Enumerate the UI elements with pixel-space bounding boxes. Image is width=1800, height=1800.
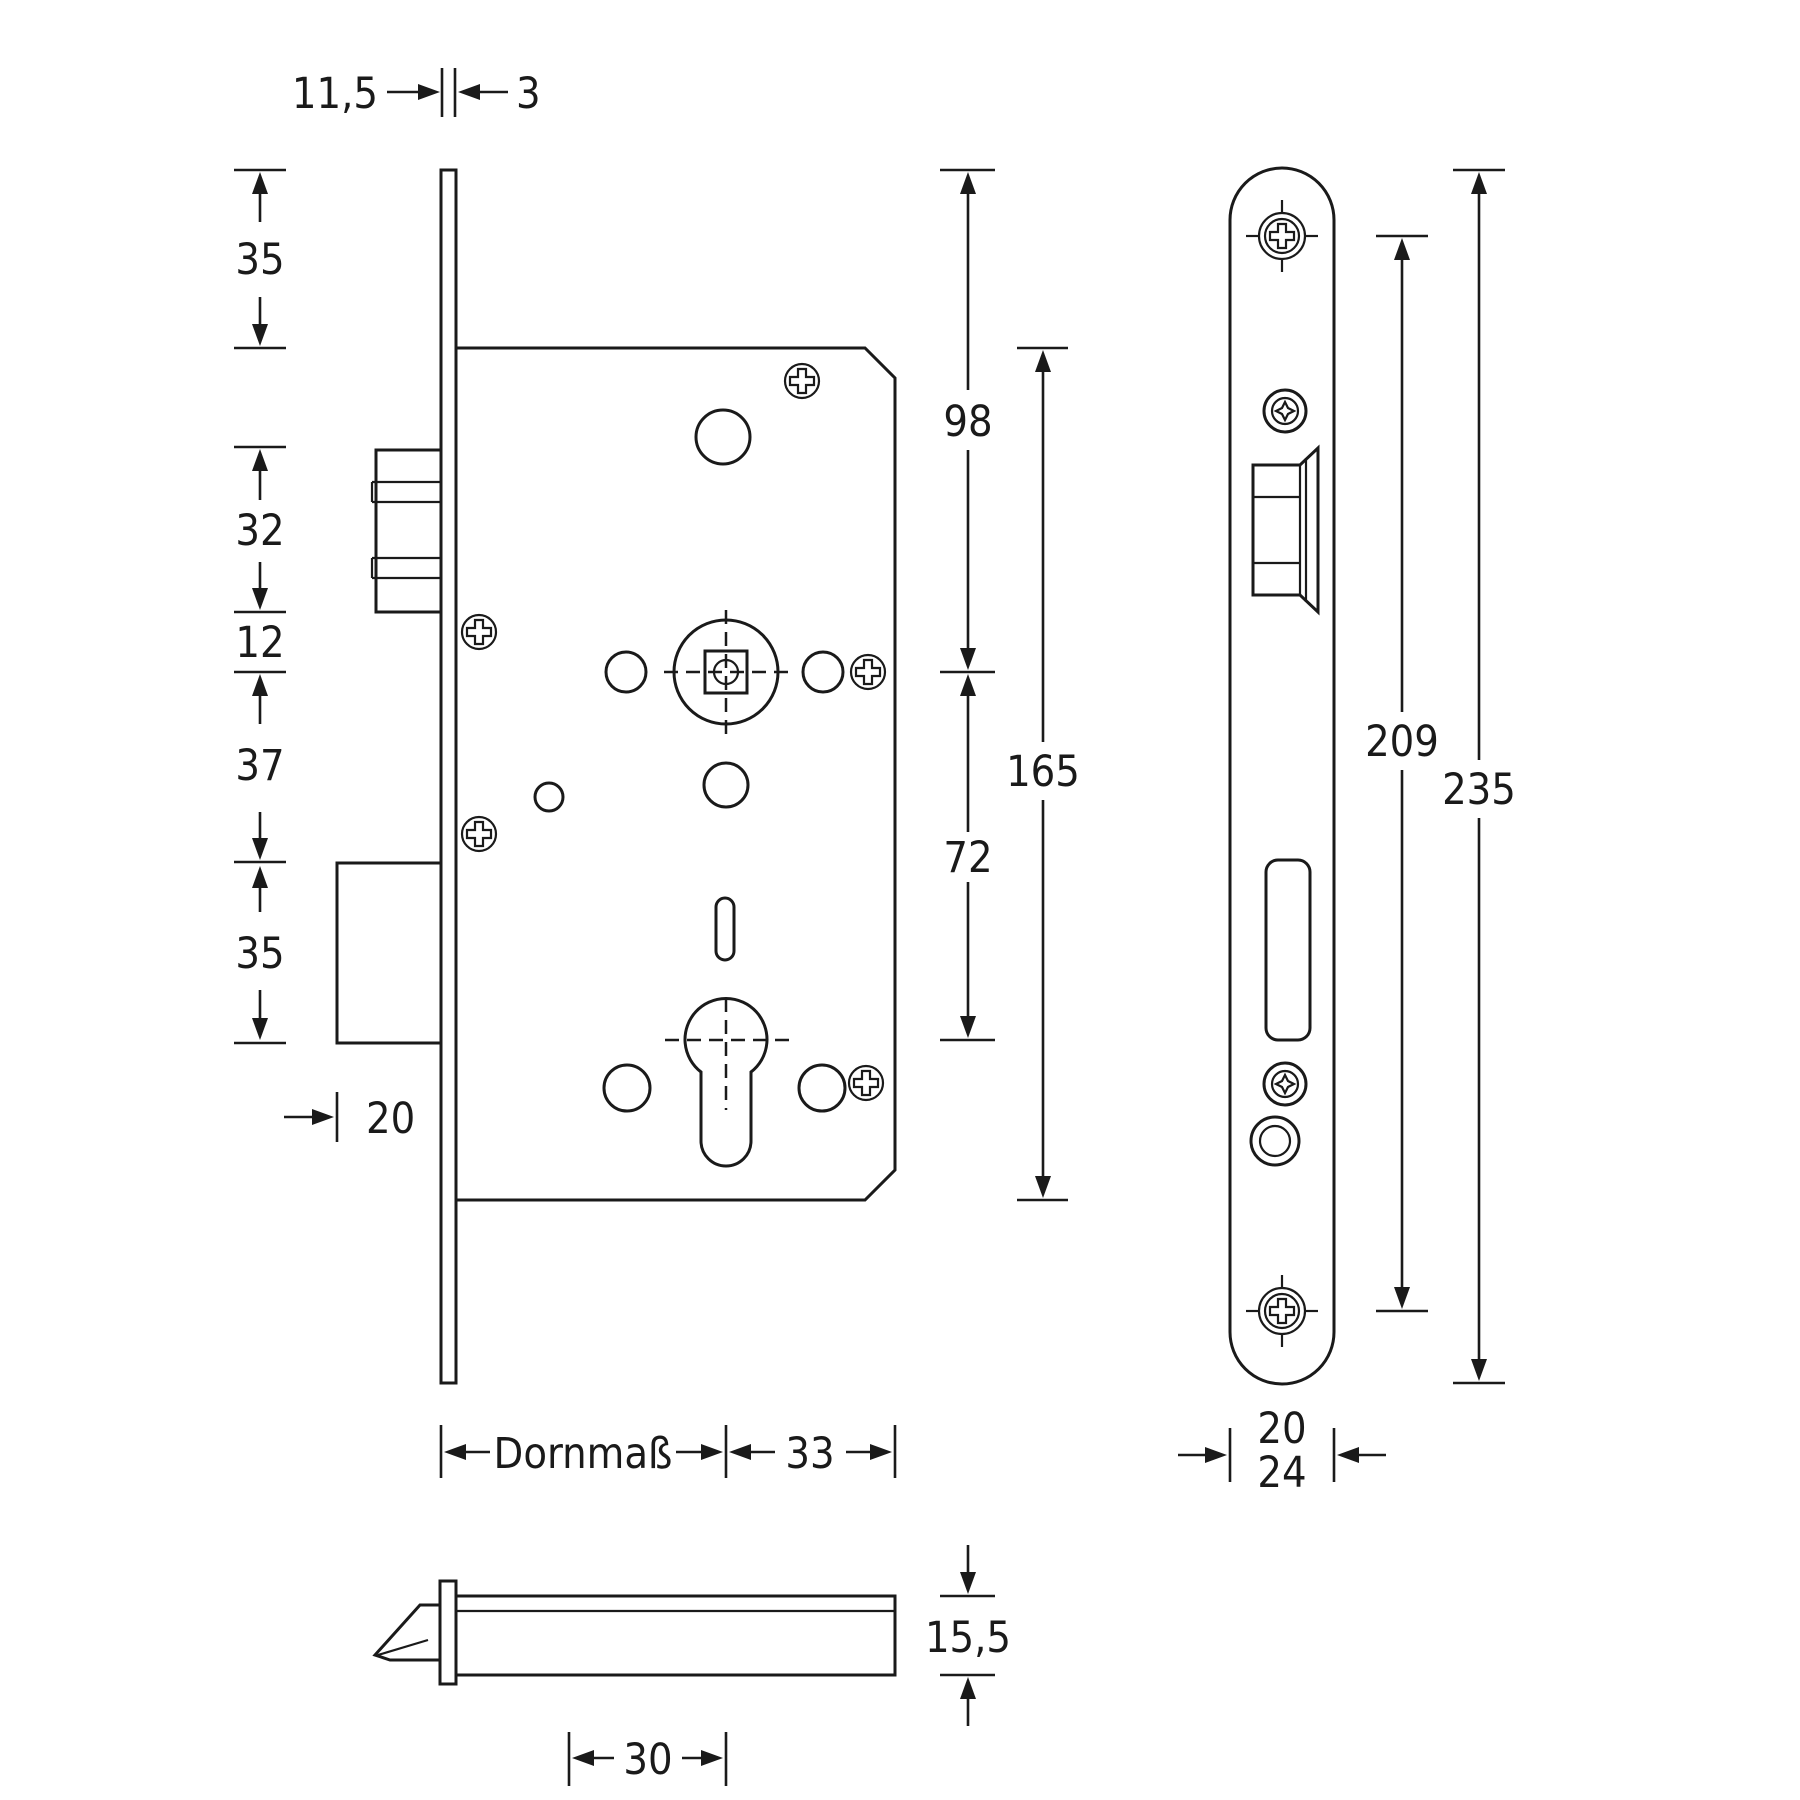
faceplate-latch	[1251, 444, 1320, 616]
case-screw-icon	[849, 653, 887, 691]
dim-backset-depth: 33	[785, 1429, 834, 1479]
dim-bolt-height: 35	[235, 929, 284, 979]
dim-left-top-offset: 35	[235, 235, 284, 285]
faceplate-outline	[1228, 166, 1336, 1386]
faceplate-screw-icon	[1246, 200, 1318, 272]
cylinder-hole	[665, 997, 790, 1168]
faceplate-view	[1228, 166, 1336, 1386]
handle-follower	[664, 610, 790, 735]
faceplate-bolt-slot	[1264, 858, 1312, 1042]
dim-case-thickness: 15,5	[925, 1613, 1011, 1663]
faceplate-washer	[1249, 1115, 1301, 1167]
dimension-lines	[234, 68, 1505, 1786]
dim-faceplate-width-a: 20	[1257, 1404, 1306, 1454]
case-screw-icon	[460, 613, 498, 651]
dim-top-to-follower: 98	[943, 397, 992, 447]
dim-follower-to-cylinder: 72	[943, 833, 992, 883]
dim-faceplate-width-b: 24	[1257, 1448, 1306, 1498]
dim-screw-spacing: 209	[1365, 717, 1439, 767]
case-screw-icon	[783, 362, 821, 400]
mounting-hole	[702, 761, 750, 809]
dim-latch-projection: 30	[623, 1735, 672, 1785]
dimension-labels: 11,5 3 35 32 12 37 35 20 Dornmaß 33 98 7…	[235, 69, 1516, 1785]
dim-faceplate-length: 235	[1442, 765, 1516, 815]
dim-bolt-throw: 20	[366, 1094, 415, 1144]
small-hole	[533, 781, 565, 813]
dead-bolt	[335, 861, 443, 1045]
case-screw-icon	[847, 1064, 885, 1102]
mounting-hole	[694, 408, 752, 466]
lock-front-view	[335, 168, 897, 1385]
lock-case	[456, 346, 897, 1202]
torx-screw-icon	[1262, 388, 1308, 434]
faceplate-screw-icon	[1246, 1275, 1318, 1347]
dim-backset-label: Dornmaß	[494, 1429, 673, 1479]
torx-screw-icon	[1262, 1061, 1308, 1107]
dim-front-thickness-b: 3	[516, 69, 541, 119]
mounting-hole	[797, 1063, 847, 1113]
faceplate-edge	[439, 168, 458, 1385]
indicator-slot	[714, 896, 736, 962]
mounting-hole	[602, 1063, 652, 1113]
dim-front-thickness-a: 11,5	[292, 69, 378, 119]
dim-latch-height: 32	[235, 506, 284, 556]
case-screw-icon	[460, 815, 498, 853]
mounting-hole	[604, 650, 648, 694]
mounting-hole	[801, 650, 845, 694]
dim-latch-gap: 12	[235, 618, 284, 668]
latch-bolt	[370, 448, 443, 614]
dim-latch-to-bolt: 37	[235, 741, 284, 791]
top-view-case	[454, 1594, 897, 1677]
top-view-latch	[372, 1603, 440, 1662]
top-view-faceplate	[438, 1579, 458, 1686]
dim-case-height: 165	[1006, 747, 1080, 797]
lock-top-view	[372, 1579, 897, 1686]
